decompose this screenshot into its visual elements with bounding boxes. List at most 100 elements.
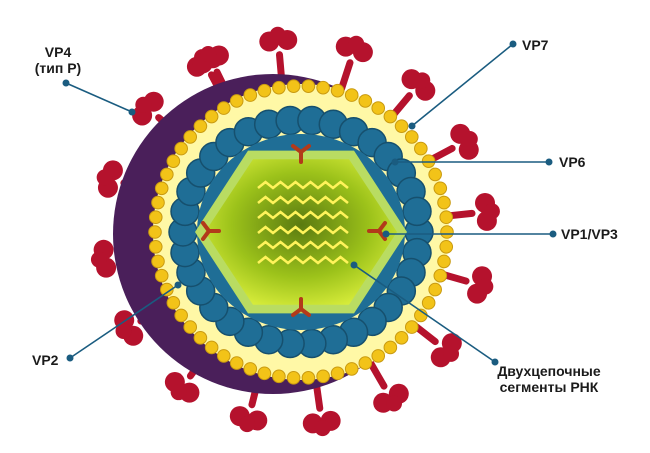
vp4-spike: [366, 358, 409, 413]
rna-strand: [257, 180, 349, 190]
spike-lobe: [348, 35, 365, 52]
vp7-bead: [344, 88, 359, 102]
vp7-bead: [440, 225, 454, 239]
vp7-bead: [371, 349, 386, 363]
label-rna-line2: сегменты РНК: [499, 379, 599, 395]
label-rna-segments: Двухцепочные сегменты РНК: [488, 363, 610, 395]
spike-stalk: [366, 358, 388, 390]
vp7-bead: [330, 366, 345, 381]
tri-arm: [201, 221, 211, 233]
label-vp4-type: (тип P): [34, 60, 82, 76]
spike-lobe: [239, 416, 256, 433]
vp1-vp3-marker-top: [291, 144, 311, 164]
vp7-bead: [421, 296, 436, 310]
spike-lobe: [461, 131, 478, 148]
leader-dot: [174, 281, 182, 289]
leader-vp4: [62, 79, 136, 116]
spike-lobe: [96, 169, 113, 186]
vp7-bead: [216, 101, 231, 115]
spike-lobe: [269, 26, 286, 43]
label-vp4: VP4 (тип P): [28, 44, 88, 76]
vp7-bead: [243, 88, 258, 102]
vp7-bead: [433, 268, 448, 283]
label-vp4-name: VP4: [44, 44, 72, 60]
vp4-spike: [423, 123, 479, 166]
tri-arm: [299, 144, 311, 154]
spike-lobe: [90, 251, 107, 268]
tri-arm: [377, 229, 387, 241]
tri-arm: [291, 307, 303, 317]
vp7-bead: [166, 296, 181, 310]
rna-strand: [257, 240, 349, 250]
leader-line: [353, 264, 496, 363]
leader-dot: [549, 230, 557, 238]
vp1-vp3-marker-left: [201, 221, 221, 241]
vp7-bead: [160, 282, 174, 297]
vp7-bead: [148, 239, 163, 254]
spike-lobe: [443, 345, 460, 362]
spike-lobe: [414, 72, 431, 89]
vp7-bead: [371, 101, 386, 115]
spike-stalk: [337, 59, 354, 93]
leader-dot: [391, 158, 399, 166]
vp4-spike: [435, 266, 494, 304]
vp6-bead-ring: [168, 105, 434, 359]
vp7-bead-ring: [148, 79, 454, 385]
vp7-bead: [439, 239, 454, 254]
spike-lobe: [314, 420, 331, 437]
leader-dot: [545, 158, 553, 166]
vp7-bead: [383, 340, 398, 355]
vp7-bead: [257, 83, 272, 98]
leader-dot: [350, 261, 358, 269]
leader-dot: [408, 122, 416, 130]
label-vp2: VP2: [32, 352, 59, 368]
vp7-bead: [229, 356, 244, 370]
vp7-bead: [151, 195, 165, 210]
vp7-bead: [148, 225, 162, 239]
vp7-bead: [437, 254, 451, 269]
vp7-bead: [330, 83, 345, 98]
label-vp1-vp3: VP1/VP3: [561, 226, 618, 242]
vp7-bead: [183, 130, 198, 144]
vp7-bead: [183, 320, 198, 334]
vp7-bead: [151, 254, 165, 269]
vp7-bead: [193, 119, 208, 133]
leader-dot: [509, 40, 517, 48]
vp7-bead: [272, 80, 286, 95]
vp7-bead: [174, 308, 188, 323]
vp4-spike: [440, 192, 500, 231]
vp7-bead: [193, 331, 208, 345]
vp7-bead: [316, 80, 330, 95]
vp7-bead: [166, 154, 181, 168]
leader-vp1-vp3: [382, 230, 557, 238]
spike-lobe: [477, 278, 494, 295]
vp4-spike: [387, 69, 436, 121]
vp7-bead: [421, 154, 436, 168]
label-vp6: VP6: [559, 154, 586, 170]
vp7-bead: [383, 109, 398, 124]
vp7-bead: [316, 369, 330, 384]
vp7-bead: [439, 210, 454, 225]
vp7-bead: [394, 331, 409, 345]
leader-vp7: [408, 40, 517, 130]
leader-line: [65, 82, 133, 113]
vp4-spike: [335, 35, 373, 93]
leader-dot: [491, 358, 499, 366]
vp7-bead: [216, 349, 231, 363]
vp7-bead: [358, 94, 373, 108]
leader-line: [411, 43, 514, 127]
vp7-bead: [428, 167, 442, 182]
vp7-bead: [174, 141, 188, 156]
vp7-bead: [414, 141, 428, 156]
leader-dot: [128, 108, 136, 116]
leader-dot: [62, 79, 70, 87]
vp7-bead: [404, 130, 419, 144]
vp7-bead: [272, 369, 286, 384]
leader-line: [69, 284, 179, 359]
vp7-bead: [243, 362, 258, 376]
leader-vp6: [391, 158, 553, 166]
vp7-bead: [154, 268, 169, 283]
rna-strand: [257, 195, 349, 205]
